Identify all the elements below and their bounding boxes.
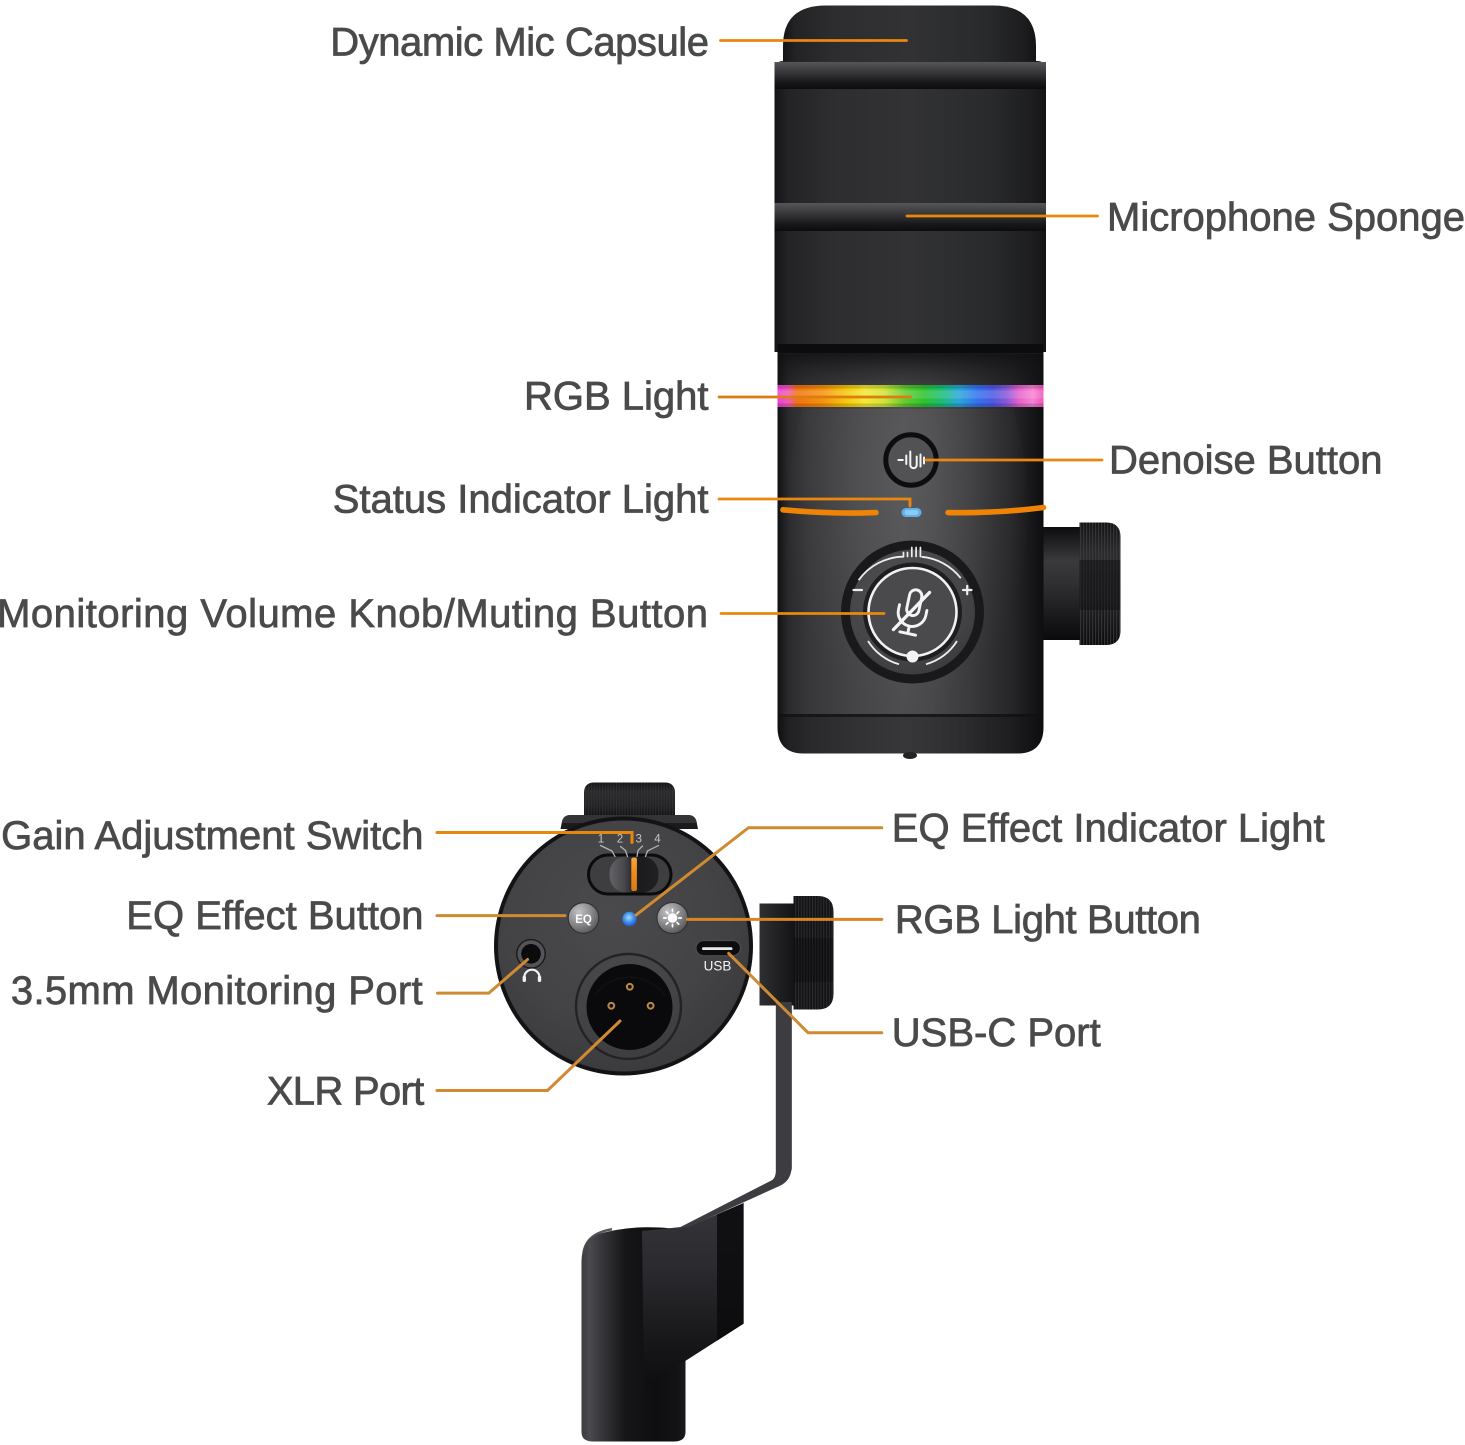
svg-text:Denoise Button: Denoise Button: [1109, 439, 1383, 483]
svg-text:RGB Light Button: RGB Light Button: [895, 898, 1201, 942]
svg-text:Status Indicator Light: Status Indicator Light: [333, 478, 709, 522]
svg-text:USB-C Port: USB-C Port: [892, 1011, 1101, 1055]
svg-text:USB: USB: [704, 959, 732, 974]
svg-text:Dynamic Mic Capsule: Dynamic Mic Capsule: [330, 21, 708, 65]
svg-text:RGB Light: RGB Light: [524, 375, 709, 419]
svg-text:3.5mm Monitoring Port: 3.5mm Monitoring Port: [11, 969, 423, 1013]
svg-text:2: 2: [617, 834, 623, 846]
svg-text:XLR Port: XLR Port: [267, 1070, 424, 1114]
svg-text:EQ Effect Indicator Light: EQ Effect Indicator Light: [892, 807, 1325, 851]
svg-text:1: 1: [598, 834, 604, 846]
svg-text:EQ: EQ: [575, 914, 592, 926]
svg-text:Monitoring Volume Knob/Muting: Monitoring Volume Knob/Muting Button: [0, 592, 709, 636]
svg-text:EQ Effect Button: EQ Effect Button: [126, 894, 423, 938]
svg-text:Gain Adjustment Switch: Gain Adjustment Switch: [1, 814, 423, 858]
svg-text:Microphone Sponge: Microphone Sponge: [1107, 196, 1465, 240]
svg-text:4: 4: [654, 834, 661, 846]
svg-text:3: 3: [635, 834, 641, 846]
